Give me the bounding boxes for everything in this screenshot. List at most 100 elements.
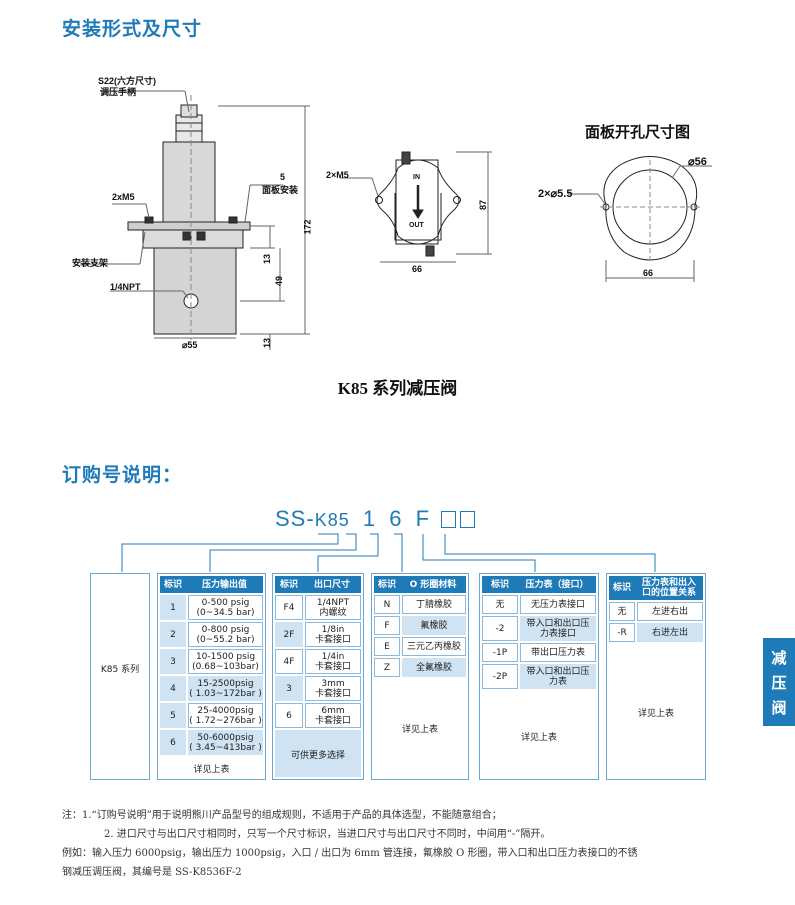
pressure-row-4-v: 15-2500psig — [197, 678, 254, 689]
position-h2b: 口的位置关系 — [641, 588, 696, 598]
gauge-row-3-id: -1P — [482, 643, 518, 662]
label-55: ⌀55 — [182, 340, 198, 350]
pressure-row-6-value: 50-6000psig( 3.45~413bar ) — [188, 730, 263, 755]
code-prefix: SS- — [275, 506, 315, 531]
port-header: 标识 出口尺寸 — [275, 576, 361, 593]
side-tab: 减 压 阀 — [763, 638, 795, 726]
position-header: 标识 压力表和出入 口的位置关系 — [609, 576, 703, 600]
oring-row-1-id: N — [374, 595, 400, 614]
pressure-foot: 详见上表 — [193, 765, 230, 775]
pressure-row-5-v2: ( 1.72~276bar ) — [189, 715, 262, 726]
oring-h2: O 形圈材料 — [409, 579, 457, 590]
port-row-1-v: 1/4NPT — [316, 597, 350, 608]
gauge-row-3-value: 带出口压力表 — [520, 643, 596, 662]
pressure-row-2-v2: (0~55.2 bar) — [196, 634, 255, 645]
pressure-row-1-v: 0-500 psig — [201, 597, 250, 608]
position-row-2-id: -R — [609, 623, 635, 642]
gauge-h2: 压力表（接口） — [525, 579, 589, 590]
gauge-row-1-id: 无 — [482, 595, 518, 614]
gauge-row-1-value: 无压力表接口 — [520, 595, 596, 614]
position-h2: 压力表和出入 — [641, 578, 696, 588]
pressure-row-2-id: 2 — [160, 622, 186, 647]
gauge-row-2-value: 带入口和出口压力表接口 — [520, 616, 596, 641]
port-row-3-v: 1/4in — [321, 651, 345, 662]
side-tab-char-3: 阀 — [771, 698, 787, 717]
oring-h1: 标识 — [377, 579, 396, 590]
label-in: IN — [413, 174, 420, 181]
pressure-header: 标识 压力输出值 — [160, 576, 263, 593]
port-foot-bg — [275, 730, 361, 777]
pressure-row-1-value: 0-500 psig(0~34.5 bar) — [188, 595, 263, 620]
position-row-2-value: 右进左出 — [637, 623, 703, 642]
series-box — [90, 573, 150, 780]
note-1: 注：1.“订购号说明”用于说明熊川产品型号的组成规则，不适用于产品的具体选型，不… — [62, 810, 502, 821]
pressure-row-5-id: 5 — [160, 703, 186, 728]
pressure-row-2-value: 0-800 psig(0~55.2 bar) — [188, 622, 263, 647]
label-2xm5-left: 2xM5 — [112, 192, 135, 202]
oring-foot: 详见上表 — [401, 725, 438, 735]
gauge-row-4-id: -2P — [482, 664, 518, 689]
label-66a: 66 — [412, 264, 423, 274]
port-row-5-v: 6mm — [321, 705, 345, 716]
pressure-row-6-v2: ( 3.45~413bar ) — [189, 742, 262, 753]
side-tab-char-1: 减 — [771, 648, 787, 667]
port-row-1-v2: 内螺纹 — [319, 607, 347, 618]
label-panel-mount: 面板安装 — [262, 185, 299, 195]
pressure-row-3-id: 3 — [160, 649, 186, 674]
code-model: K85 — [314, 510, 350, 530]
pressure-row-3-v: 10-1500 psig — [195, 651, 256, 662]
port-row-4-id: 3 — [275, 676, 303, 701]
label-out: OUT — [409, 222, 424, 229]
position-h2-wrap: 压力表和出入 口的位置关系 — [635, 578, 703, 598]
code-digit-1: 1 — [362, 506, 377, 531]
series-label: K85 系列 — [100, 665, 140, 675]
position-row-1-value: 左进右出 — [637, 602, 703, 621]
label-5: 5 — [280, 172, 286, 182]
label-13b: 13 — [262, 337, 273, 349]
pressure-row-1-v2: (0~34.5 bar) — [196, 607, 255, 618]
panel-cutout-title: 面板开孔尺寸图 — [585, 123, 691, 141]
code-box-1 — [441, 511, 457, 528]
oring-row-2-id: F — [374, 616, 400, 635]
notes: 注：1.“订购号说明”用于说明熊川产品型号的组成规则，不适用于产品的具体选型，不… — [62, 806, 638, 882]
pressure-row-6-id: 6 — [160, 730, 186, 755]
label-66b: 66 — [643, 268, 654, 278]
pressure-row-4-id: 4 — [160, 676, 186, 701]
port-row-2-v: 1/8in — [321, 624, 345, 635]
oring-row-3-value: 三元乙丙橡胶 — [402, 637, 466, 656]
position-h1: 标识 — [612, 583, 631, 593]
gauge-row-2-id: -2 — [482, 616, 518, 641]
gauge-row-4-v2: 力表 — [548, 676, 567, 687]
oring-row-3-id: E — [374, 637, 400, 656]
figure-caption: K85 系列减压阀 — [337, 379, 458, 398]
port-row-3-v2: 卡套接口 — [314, 661, 351, 672]
oring-row-2-value: 氟橡胶 — [402, 616, 466, 635]
gauge-row-4-value: 带入口和出口压力表 — [520, 664, 596, 689]
gauge-h1: 标识 — [490, 579, 509, 590]
label-dia56: ⌀56 — [688, 156, 707, 168]
port-h2: 出口尺寸 — [313, 579, 350, 590]
gauge-row-2-v2: 力表接口 — [539, 628, 576, 639]
pressure-row-3-v2: (0.68~103bar) — [192, 661, 259, 672]
pressure-row-5-value: 25-4000psig( 1.72~276bar ) — [188, 703, 263, 728]
port-row-2-id: 2F — [275, 622, 303, 647]
code-box-2 — [460, 511, 476, 528]
gauge-header: 标识 压力表（接口） — [482, 576, 596, 593]
note-3: 例如：输入压力 6000psig，输出压力 1000psig，入口 / 出口为 … — [62, 848, 638, 859]
pressure-h2: 压力输出值 — [201, 579, 247, 590]
position-row-1-id: 无 — [609, 602, 635, 621]
label-npt: 1/4NPT — [110, 282, 141, 292]
port-row-1-id: F4 — [275, 595, 303, 620]
gauge-foot: 详见上表 — [520, 733, 557, 743]
port-row-4-v: 3mm — [321, 678, 345, 689]
code-digit-3: F — [415, 506, 431, 531]
label-dia55: 2×⌀5.5 — [538, 188, 573, 200]
pressure-row-1-id: 1 — [160, 595, 186, 620]
port-h1: 标识 — [279, 579, 298, 590]
port-row-2-v2: 卡套接口 — [314, 634, 351, 645]
dimension-drawings — [80, 90, 712, 350]
label-49: 49 — [274, 275, 285, 287]
port-row-4-v2: 卡套接口 — [314, 688, 351, 699]
